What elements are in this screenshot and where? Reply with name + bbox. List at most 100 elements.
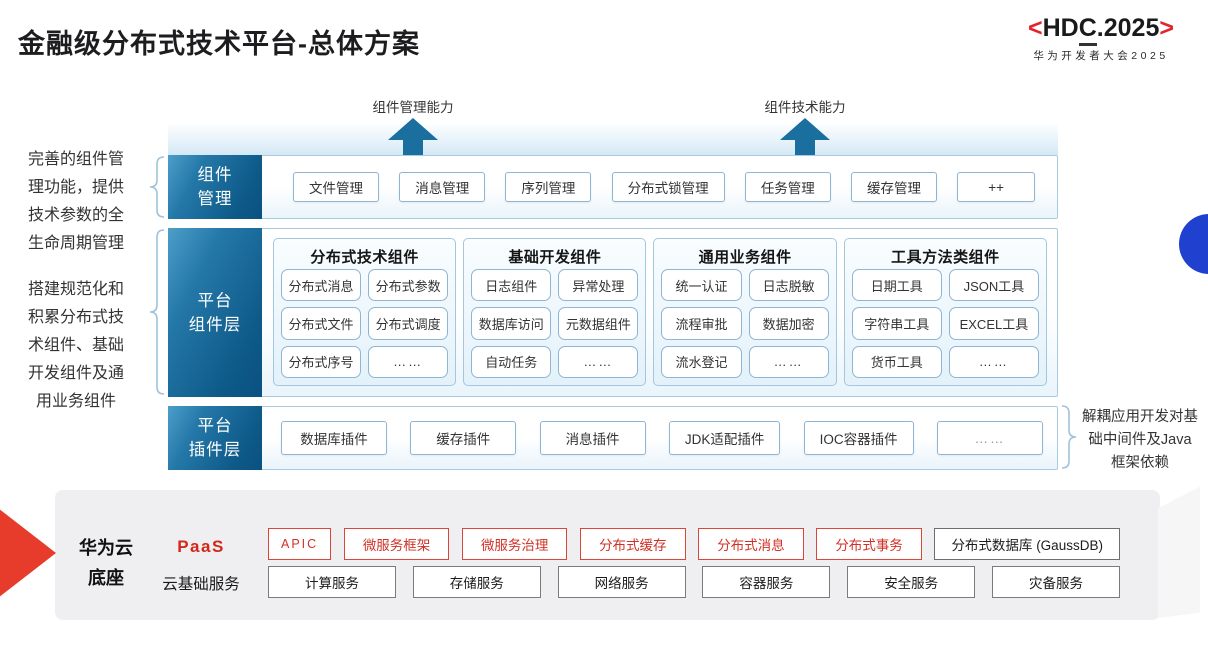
paas-service-box: 微服务框架 <box>343 528 450 560</box>
cloud-service-box: 灾备服务 <box>991 566 1120 598</box>
group-basic-dev: 基础开发组件 日志组件 异常处理 数据库访问 元数据组件 自动任务 …… <box>463 238 647 386</box>
component-cell: 日志脱敏 <box>748 269 829 302</box>
layer-label-line: 管理 <box>197 190 233 208</box>
paas-gaussdb-box: 分布式数据库 (GaussDB) <box>934 528 1120 560</box>
component-cell: 分布式文件 <box>281 307 362 340</box>
component-cell: 分布式参数 <box>368 269 449 302</box>
group-grid: 日志组件 异常处理 数据库访问 元数据组件 自动任务 …… <box>471 269 639 378</box>
paas-service-box: 微服务治理 <box>461 528 568 560</box>
paas-service-box: APIC <box>268 528 332 560</box>
layer-label-line: 平台 <box>197 291 233 310</box>
component-box: 缓存管理 <box>851 172 938 202</box>
annotation-component-mgmt: 完善的组件管理功能，提供技术参数的全生命周期管理 <box>27 151 124 252</box>
paas-label: PaaS <box>177 537 225 556</box>
hdc-logo-text: <HDC.2025> <box>1000 14 1202 46</box>
cloud-service-box: 计算服务 <box>268 566 396 598</box>
component-cell: 数据加密 <box>748 307 829 340</box>
layer-label-line: 组件 <box>197 166 233 184</box>
component-cell: EXCEL工具 <box>948 307 1039 340</box>
component-cell: 字符串工具 <box>851 307 942 340</box>
component-box: 任务管理 <box>744 172 831 202</box>
foundation-panel-3d-side <box>1158 486 1200 618</box>
component-box: 序列管理 <box>505 172 592 202</box>
component-cell: 自动任务 <box>471 345 552 378</box>
arrow-label-mgmt-capability: 组件管理能力 <box>372 100 454 115</box>
cloud-base-services-row: 计算服务 存储服务 网络服务 容器服务 安全服务 灾备服务 <box>268 566 1120 598</box>
component-cell: 日志组件 <box>471 269 552 302</box>
group-common-business: 通用业务组件 统一认证 日志脱敏 流程审批 数据加密 流水登记 …… <box>653 238 837 386</box>
component-cell-more: …… <box>558 345 639 378</box>
component-cell: 日期工具 <box>851 269 942 302</box>
component-box-more: ++ <box>957 172 1035 202</box>
hdc-close-bracket: > <box>1159 14 1174 42</box>
page-title: 金融级分布式技术平台-总体方案 <box>18 29 420 59</box>
group-title: 通用业务组件 <box>698 248 792 266</box>
component-box: 文件管理 <box>293 172 379 202</box>
group-utility-tools: 工具方法类组件 日期工具 JSON工具 字符串工具 EXCEL工具 货币工具 …… <box>843 238 1047 386</box>
red-arrow-icon <box>0 505 56 601</box>
paas-service-box: 分布式事务 <box>816 528 922 560</box>
component-cell: 元数据组件 <box>558 307 639 340</box>
hdc-name-underlined-c: C <box>1078 14 1097 46</box>
paas-service-box: 分布式缓存 <box>580 528 686 560</box>
component-box: 消息管理 <box>399 172 486 202</box>
plugin-box: 消息插件 <box>539 421 646 455</box>
component-cell: JSON工具 <box>948 269 1039 302</box>
layer-label-line: 插件层 <box>188 441 242 459</box>
foundation-label-line: 底座 <box>88 568 124 588</box>
paas-services-row: APIC 微服务框架 微服务治理 分布式缓存 分布式消息 分布式事务 分布式数据… <box>268 528 1120 560</box>
layer-component-mgmt: 组件 管理 文件管理 消息管理 序列管理 分布式锁管理 任务管理 缓存管理 ++ <box>168 155 1058 219</box>
component-box: 分布式锁管理 <box>611 172 725 202</box>
arrow-label-tech-capability: 组件技术能力 <box>764 100 846 115</box>
group-grid: 分布式消息 分布式参数 分布式文件 分布式调度 分布式序号 …… <box>281 269 449 378</box>
annotation-platform-components: 搭建规范化和积累分布式技术组件、基础开发组件及通用业务组件 <box>27 281 124 410</box>
blue-circle-decoration <box>1179 214 1208 274</box>
component-cell-more: …… <box>948 345 1039 378</box>
layer-label-platform-components: 平台 组件层 <box>168 228 262 397</box>
hdc-logo: <HDC.2025> 华为开发者大会2025 <box>1000 14 1202 63</box>
up-arrow-icon <box>780 118 830 140</box>
plugin-box: 缓存插件 <box>410 421 517 455</box>
component-cell-more: …… <box>368 345 449 378</box>
cloud-service-box: 存储服务 <box>412 566 541 598</box>
cloud-service-box: 安全服务 <box>847 566 976 598</box>
up-arrow-stem <box>795 139 815 156</box>
group-grid: 统一认证 日志脱敏 流程审批 数据加密 流水登记 …… <box>661 269 829 378</box>
group-title: 基础开发组件 <box>508 248 602 266</box>
backdrop-band <box>168 122 1058 155</box>
cloud-service-box: 网络服务 <box>557 566 686 598</box>
plugin-box: 数据库插件 <box>281 421 387 455</box>
group-distributed-tech: 分布式技术组件 分布式消息 分布式参数 分布式文件 分布式调度 分布式序号 …… <box>273 238 457 386</box>
annotation-plugin-layer: 解耦应用开发对基础中间件及Java框架依赖 <box>1082 409 1198 471</box>
component-cell: 统一认证 <box>661 269 742 302</box>
component-cell: 货币工具 <box>851 345 942 378</box>
foundation-label-line: 华为云 <box>79 538 133 558</box>
hdc-name-part3: .2025 <box>1096 14 1160 42</box>
layer-platform-components: 平台 组件层 分布式技术组件 分布式消息 分布式参数 分布式文件 分布式调度 分… <box>168 228 1058 397</box>
component-cell: 分布式序号 <box>281 345 362 378</box>
group-grid: 日期工具 JSON工具 字符串工具 EXCEL工具 货币工具 …… <box>851 269 1039 378</box>
hdc-name-part1: HD <box>1042 14 1079 42</box>
layer-label-platform-plugins: 平台 插件层 <box>168 406 262 470</box>
plugin-box-more: …… <box>936 421 1043 455</box>
layer-label-line: 组件层 <box>188 315 242 334</box>
component-cell: 流程审批 <box>661 307 742 340</box>
layer-items: 数据库插件 缓存插件 消息插件 JDK适配插件 IOC容器插件 …… <box>263 407 1057 469</box>
layer-platform-plugins: 平台 插件层 数据库插件 缓存插件 消息插件 JDK适配插件 IOC容器插件 …… <box>168 406 1058 470</box>
component-cell: 数据库访问 <box>471 307 552 340</box>
group-title: 分布式技术组件 <box>310 248 419 266</box>
cloud-base-services-label: 云基础服务 <box>162 576 240 593</box>
component-groups: 分布式技术组件 分布式消息 分布式参数 分布式文件 分布式调度 分布式序号 ……… <box>263 229 1057 396</box>
group-title: 工具方法类组件 <box>891 248 1000 266</box>
component-cell: 分布式调度 <box>368 307 449 340</box>
foundation-label: 华为云 底座 <box>60 533 152 593</box>
paas-service-box: 分布式消息 <box>698 528 804 560</box>
plugin-box: JDK适配插件 <box>668 421 781 455</box>
hdc-open-bracket: < <box>1028 14 1043 42</box>
layer-items: 文件管理 消息管理 序列管理 分布式锁管理 任务管理 缓存管理 ++ <box>263 156 1057 218</box>
left-brace-row1 <box>149 156 165 218</box>
left-brace-row2 <box>149 229 165 395</box>
up-arrow-icon <box>388 118 438 140</box>
hdc-logo-subtitle: 华为开发者大会2025 <box>1033 50 1169 62</box>
